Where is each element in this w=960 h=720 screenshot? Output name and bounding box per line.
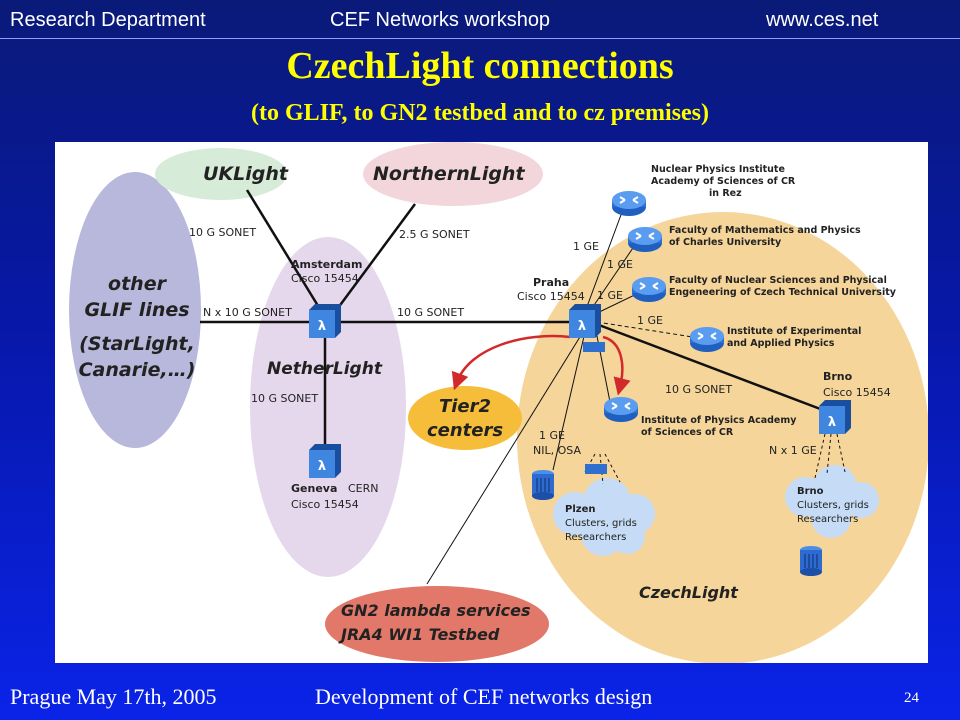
praha-tier2-arrow bbox=[451, 334, 571, 391]
uklight-label: UKLight bbox=[203, 163, 289, 185]
fzu-label-2: of Sciences of CR bbox=[641, 427, 734, 438]
netherlight-label: NetherLight bbox=[267, 359, 383, 379]
link-northernlight bbox=[333, 203, 417, 313]
link-label-brno-lan: N x 1 GE bbox=[769, 444, 817, 457]
geneva-lambda: λ bbox=[318, 459, 326, 474]
footer-date: Prague May 17th, 2005 bbox=[10, 684, 217, 709]
link-uklight bbox=[245, 189, 325, 315]
brno-label-1: Brno bbox=[823, 370, 853, 383]
ieap-label-2: and Applied Physics bbox=[727, 338, 835, 349]
link-label-plzen-2: NIL, OSA bbox=[533, 444, 581, 457]
plzen-server-icon bbox=[531, 469, 555, 501]
slide-subtitle: (to GLIF, to GN2 testbed and to cz premi… bbox=[251, 100, 709, 126]
npi-label-2: Academy of Sciences of CR bbox=[651, 176, 796, 187]
tier2-cloud bbox=[408, 386, 522, 450]
amsterdam-lambda: λ bbox=[318, 319, 326, 334]
gn2-label-1: GN2 lambda services bbox=[341, 601, 531, 620]
gn2-cloud bbox=[325, 586, 549, 662]
npi-label-1: Nuclear Physics Institute bbox=[651, 164, 785, 175]
plzen-label-1: Plzen bbox=[565, 504, 595, 515]
fzu-router-icon bbox=[603, 396, 639, 423]
header-url[interactable]: www.ces.net bbox=[766, 9, 879, 31]
npi-label-3: in Rez bbox=[709, 188, 742, 199]
geneva-label-2: CERN bbox=[348, 482, 379, 495]
geneva-label-1: Geneva bbox=[291, 482, 337, 495]
slide-header: Research Department CEF Networks worksho… bbox=[0, 0, 960, 38]
tier2-label-2: centers bbox=[427, 420, 503, 441]
link-label-nl: 2.5 G SONET bbox=[399, 228, 470, 241]
links bbox=[200, 189, 824, 450]
link-label-uk: 10 G SONET bbox=[189, 226, 256, 239]
brno-lan-links bbox=[584, 433, 846, 485]
network-diagram-panel: λ λ λ λ UKLight NorthernLight other GLIF… bbox=[55, 142, 929, 664]
slide-title: CzechLight connections bbox=[286, 45, 674, 87]
link-label-geneva: 10 G SONET bbox=[251, 392, 318, 405]
plzen-label-2: Clusters, grids bbox=[565, 518, 637, 529]
ieap-label-1: Institute of Experimental bbox=[727, 326, 861, 337]
plzen-label-3: Researchers bbox=[565, 532, 626, 543]
glif-label-3: (StarLight, bbox=[79, 333, 195, 355]
glif-label-1: other bbox=[108, 273, 168, 295]
uklight-cloud bbox=[155, 148, 287, 200]
netherlight-cloud bbox=[250, 237, 406, 577]
link-label-ge4: 1 GE bbox=[637, 314, 663, 327]
praha-label-2: Cisco 15454 bbox=[517, 290, 585, 303]
link-label-ge2: 1 GE bbox=[607, 258, 633, 271]
link-brno bbox=[590, 320, 824, 412]
brno-cloud-label-1: Brno bbox=[797, 486, 824, 497]
header-workshop: CEF Networks workshop bbox=[330, 9, 551, 31]
network-diagram: λ λ λ λ UKLight NorthernLight other GLIF… bbox=[69, 142, 929, 664]
mff-label-2: of Charles University bbox=[669, 237, 782, 248]
mff-router-icon bbox=[627, 226, 663, 253]
link-label-ge3: 1 GE bbox=[597, 289, 623, 302]
czechlight-label: CzechLight bbox=[639, 583, 739, 602]
plzen-cloud bbox=[553, 478, 655, 556]
amsterdam-label-1: Amsterdam bbox=[291, 258, 362, 271]
geneva-label-3: Cisco 15454 bbox=[291, 498, 359, 511]
plzen-switch-icon bbox=[585, 464, 607, 474]
praha-fzu-arrow bbox=[602, 335, 631, 396]
link-label-brno: 10 G SONET bbox=[665, 383, 732, 396]
link-label-plzen-1: 1 GE bbox=[539, 429, 565, 442]
brno-cloud-label-2: Clusters, grids bbox=[797, 500, 869, 511]
fjfi-label-1: Faculty of Nuclear Sciences and Physical bbox=[669, 275, 887, 286]
glif-cloud bbox=[69, 172, 201, 448]
praha-switch-base-icon bbox=[583, 342, 605, 352]
gn2-label-2: JRA4 WI1 Testbed bbox=[338, 625, 500, 644]
fzu-label-1: Institute of Physics Academy bbox=[641, 415, 797, 426]
amsterdam-label-2: Cisco 15454 bbox=[291, 272, 359, 285]
link-label-ams-praha: 10 G SONET bbox=[397, 306, 464, 319]
northernlight-label: NorthernLight bbox=[373, 163, 525, 185]
link-ieap bbox=[596, 321, 700, 339]
northernlight-cloud bbox=[363, 142, 543, 206]
header-divider bbox=[0, 38, 960, 39]
praha-label-1: Praha bbox=[533, 276, 569, 289]
link-label-ge1: 1 GE bbox=[573, 240, 599, 253]
glif-label-4: Canarie,…) bbox=[79, 359, 196, 381]
brno-server-icon bbox=[799, 545, 823, 577]
brno-lambda: λ bbox=[828, 415, 836, 430]
brno-cloud-label-3: Researchers bbox=[797, 514, 858, 525]
header-department: Research Department bbox=[10, 9, 206, 31]
ieap-router-icon bbox=[689, 326, 725, 353]
fjfi-router-icon bbox=[631, 276, 667, 303]
mff-label-1: Faculty of Mathematics and Physics bbox=[669, 225, 861, 236]
brno-cloud bbox=[785, 465, 879, 538]
glif-label-2: GLIF lines bbox=[84, 299, 189, 321]
npi-router-icon bbox=[611, 190, 647, 217]
brno-label-2: Cisco 15454 bbox=[823, 386, 891, 399]
tier2-label-1: Tier2 bbox=[439, 396, 491, 417]
page-number: 24 bbox=[904, 690, 919, 706]
praha-lambda: λ bbox=[578, 319, 586, 334]
footer-talk-title: Development of CEF networks design bbox=[315, 684, 653, 709]
link-label-glif: N x 10 G SONET bbox=[203, 306, 292, 319]
fjfi-label-2: Engeneering of Czech Technical Universit… bbox=[669, 287, 897, 298]
